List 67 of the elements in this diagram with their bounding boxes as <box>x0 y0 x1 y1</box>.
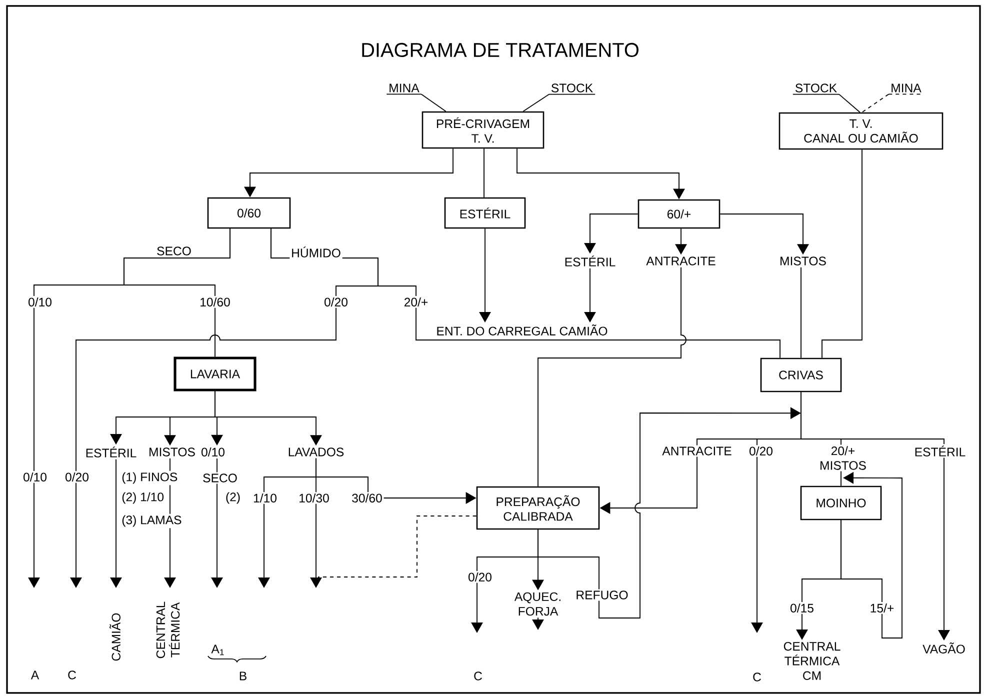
annotation-label: HÚMIDO <box>290 245 342 259</box>
process-box: PRÉ-CRIVAGEM T. V. <box>422 111 544 149</box>
stream-label: MISTOS <box>150 448 195 456</box>
edge-label: 1/10 <box>252 492 278 504</box>
annotation-label: C <box>751 671 763 683</box>
process-box: PREPARAÇÃO CALIBRADA <box>476 486 600 530</box>
annotation-label: C <box>66 669 78 681</box>
source-label: STOCK <box>792 84 840 95</box>
connector <box>538 266 686 487</box>
connector <box>270 228 780 358</box>
process-box: T. V. CANAL OU CAMIÃO <box>778 112 944 150</box>
annotation-label: A$_{1}$ <box>210 643 226 657</box>
edge-label: 0/20 <box>322 296 350 308</box>
stream-label: ENT. DO CARREGAL CAMIÃO <box>437 324 608 336</box>
stream-label: LAVADOS <box>288 448 344 456</box>
edge-label: ANTRACITE <box>660 445 734 457</box>
annotation-label: (1) FINOS <box>120 470 180 486</box>
annotation-label: SECO <box>155 245 193 257</box>
source-label: STOCK <box>548 84 596 95</box>
process-box: MOINHO <box>800 486 882 520</box>
source-label: MINA <box>888 84 924 95</box>
source-label: MINA <box>386 84 422 95</box>
annotation-label: A <box>30 669 41 681</box>
annotation-label: B <box>238 670 249 682</box>
annotation-label: CAMIÃO <box>108 611 122 663</box>
process-box: LAVARIA <box>174 356 256 392</box>
connector <box>822 149 862 358</box>
edge-label: 10/30 <box>297 492 331 504</box>
annotation-label: C <box>472 670 484 682</box>
annotation-label: 0/20 <box>64 471 90 483</box>
stream-label: ANTRACITE <box>646 256 716 266</box>
annotation-label: CENTRAL TÉRMICA <box>154 596 182 664</box>
stream-label: 0/10 <box>202 447 224 456</box>
edge-label: 0/10 <box>26 296 54 308</box>
stream-label: CENTRAL TÉRMICA CM <box>784 642 840 680</box>
process-box: ESTÉRIL <box>444 197 526 229</box>
edge-label: 0/15 <box>788 602 816 614</box>
stream-label: VAGÃO <box>922 642 965 654</box>
stream-label: ESTÉRIL <box>565 256 616 266</box>
process-box: 0/60 <box>207 197 291 229</box>
edge-label: 10/60 <box>198 296 232 308</box>
connector <box>124 228 230 358</box>
stream-label: AQUEC. FORJA <box>514 592 560 616</box>
leader-line <box>862 94 890 113</box>
leader-line <box>420 94 446 112</box>
leader-line <box>522 94 550 112</box>
edge-label: 0/20 <box>748 445 774 457</box>
edge-label: 20/+ <box>402 296 430 308</box>
connector <box>318 516 477 578</box>
title: DIAGRAMA DE TRATAMENTO <box>362 42 638 58</box>
edge-label: 30/60 <box>350 492 384 504</box>
process-box: 60/+ <box>638 199 720 229</box>
annotation-label: (2) <box>224 490 242 506</box>
leader-line <box>838 94 860 113</box>
edge-label: 20/+ MISTOS <box>810 444 876 472</box>
stream-label: ESTÉRIL <box>86 446 136 458</box>
process-box: CRIVAS <box>760 358 842 392</box>
edge-label: 15/+ <box>868 602 896 614</box>
annotation-label: (2) 1/10 <box>120 490 166 506</box>
edge-label: REFUGO <box>574 589 630 601</box>
edge-label: ESTÉRIL <box>912 444 968 458</box>
stream-label: MISTOS <box>780 256 826 266</box>
annotation-label: (3) LAMAS <box>120 514 184 528</box>
annotation-label: SECO <box>201 472 239 484</box>
edge-label: 0/20 <box>466 571 494 583</box>
connector <box>800 266 802 358</box>
annotation-label: 0/10 <box>22 471 48 483</box>
